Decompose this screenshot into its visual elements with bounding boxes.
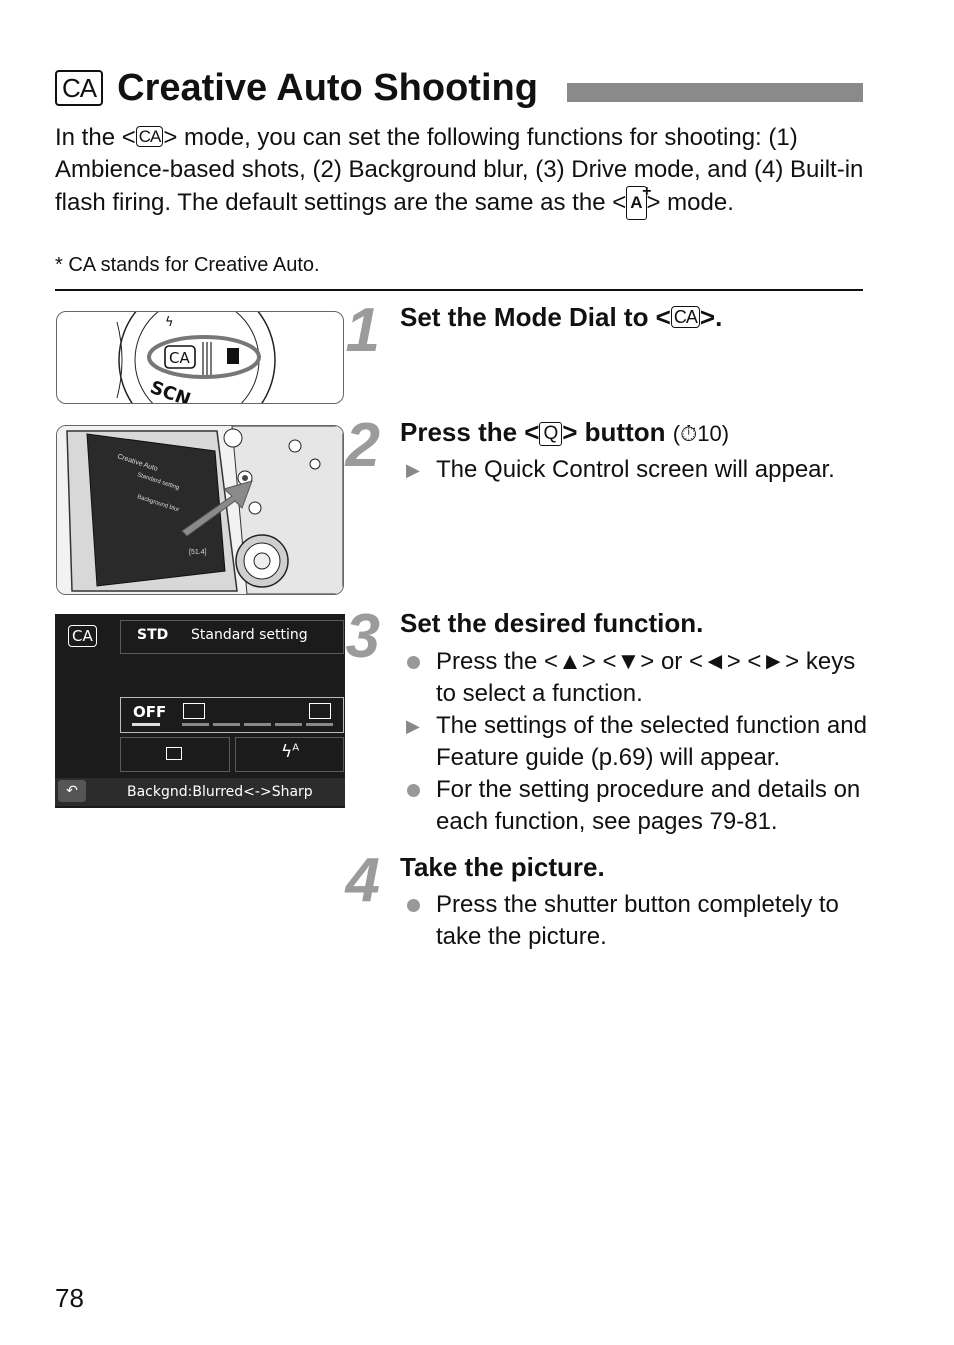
timer-ref: (⏱10): [672, 421, 730, 446]
back-icon: ↶: [58, 780, 86, 802]
divider: [55, 289, 863, 291]
intro-text-1: In the <: [55, 124, 136, 151]
list-item: For the setting procedure and details on…: [400, 774, 870, 838]
quick-control-screen-image: CA STD Standard setting OFF ϟA ↶ Backgnd…: [55, 614, 345, 808]
step-4-title: Take the picture.: [400, 852, 605, 882]
creative-auto-icon: CA: [670, 306, 700, 328]
step-1-title: Set the Mode Dial to <CA>.: [400, 302, 723, 332]
arrow-icon: ▶: [406, 716, 420, 736]
step-4-bullets: Press the shutter button completely to t…: [400, 889, 870, 953]
page-number: 78: [55, 1283, 84, 1313]
intro-paragraph: In the <CA> mode, you can set the follow…: [55, 122, 875, 220]
svg-text:[51.4]: [51.4]: [189, 549, 207, 556]
ambience-setting-cell: [120, 620, 344, 654]
svg-text:ϟ: ϟ: [165, 315, 174, 330]
blur-scale: [182, 723, 334, 726]
scene-intelligent-auto-icon: A+: [626, 183, 652, 220]
background-blur-cell: [120, 697, 344, 733]
ambience-label: Standard setting: [191, 627, 308, 643]
list-item: ▶The settings of the selected function a…: [406, 712, 867, 771]
footnote: * CA stands for Creative Auto.: [55, 254, 320, 276]
intro-text-3: > mode.: [646, 189, 734, 216]
portrait-sharp-icon: [309, 703, 331, 719]
drive-mode-cell: [120, 737, 230, 772]
step-2-bullets: ▶The Quick Control screen will appear.: [400, 454, 870, 486]
quick-control-button-icon: Q: [539, 422, 563, 446]
title-decor-bar: [567, 83, 863, 102]
dial-scn-label: SCN: [147, 377, 193, 403]
flash-cell: [235, 737, 344, 772]
step-number-4: 4: [345, 846, 380, 915]
list-item: Press the <▲> <▼> or <◄> <►> keys to sel…: [400, 646, 870, 710]
step-3-bullets: Press the <▲> <▼> or <◄> <►> keys to sel…: [400, 646, 870, 838]
page-title: Creative Auto Shooting: [117, 66, 538, 109]
ca-mode-icon: CA: [68, 625, 97, 647]
mode-dial-illustration: CA SCN ϟ: [56, 311, 344, 404]
blur-off-label: OFF: [133, 703, 167, 721]
step-number-2: 2: [345, 411, 380, 480]
bullet-dot: [407, 899, 420, 912]
step-number-3: 3: [345, 602, 380, 671]
list-item: ▶The Quick Control screen will appear.: [400, 454, 870, 486]
camera-back-svg: Creative Auto Standard setting Backgroun…: [57, 426, 343, 594]
bullet-dot: [407, 784, 420, 797]
flash-auto-icon: ϟA: [281, 742, 300, 762]
step-number-1: 1: [345, 296, 380, 365]
camera-back-illustration: Creative Auto Standard setting Backgroun…: [56, 425, 344, 595]
guide-bar: [55, 778, 345, 806]
section-title-row: CA Creative Auto Shooting: [55, 64, 538, 112]
intro-text-2: > mode, you can set the following functi…: [55, 124, 864, 216]
arrow-icon: ▶: [406, 460, 420, 480]
step-2-title: Press the <Q> button (⏱10): [400, 417, 730, 447]
std-icon: STD: [137, 627, 169, 643]
feature-guide-text: Backgnd:Blurred<->Sharp: [127, 784, 313, 800]
dial-ca-label: CA: [169, 349, 190, 367]
blur-off-bar: [132, 723, 160, 726]
mode-dial-svg: CA SCN ϟ: [116, 312, 276, 403]
list-item: Press the shutter button completely to t…: [400, 889, 870, 953]
step-3-title: Set the desired function.: [400, 608, 704, 638]
creative-auto-icon: CA: [55, 70, 104, 106]
portrait-blur-icon: [183, 703, 205, 719]
single-shot-icon: [166, 747, 182, 760]
bullet-dot: [407, 656, 420, 669]
creative-auto-icon: CA: [135, 126, 164, 147]
